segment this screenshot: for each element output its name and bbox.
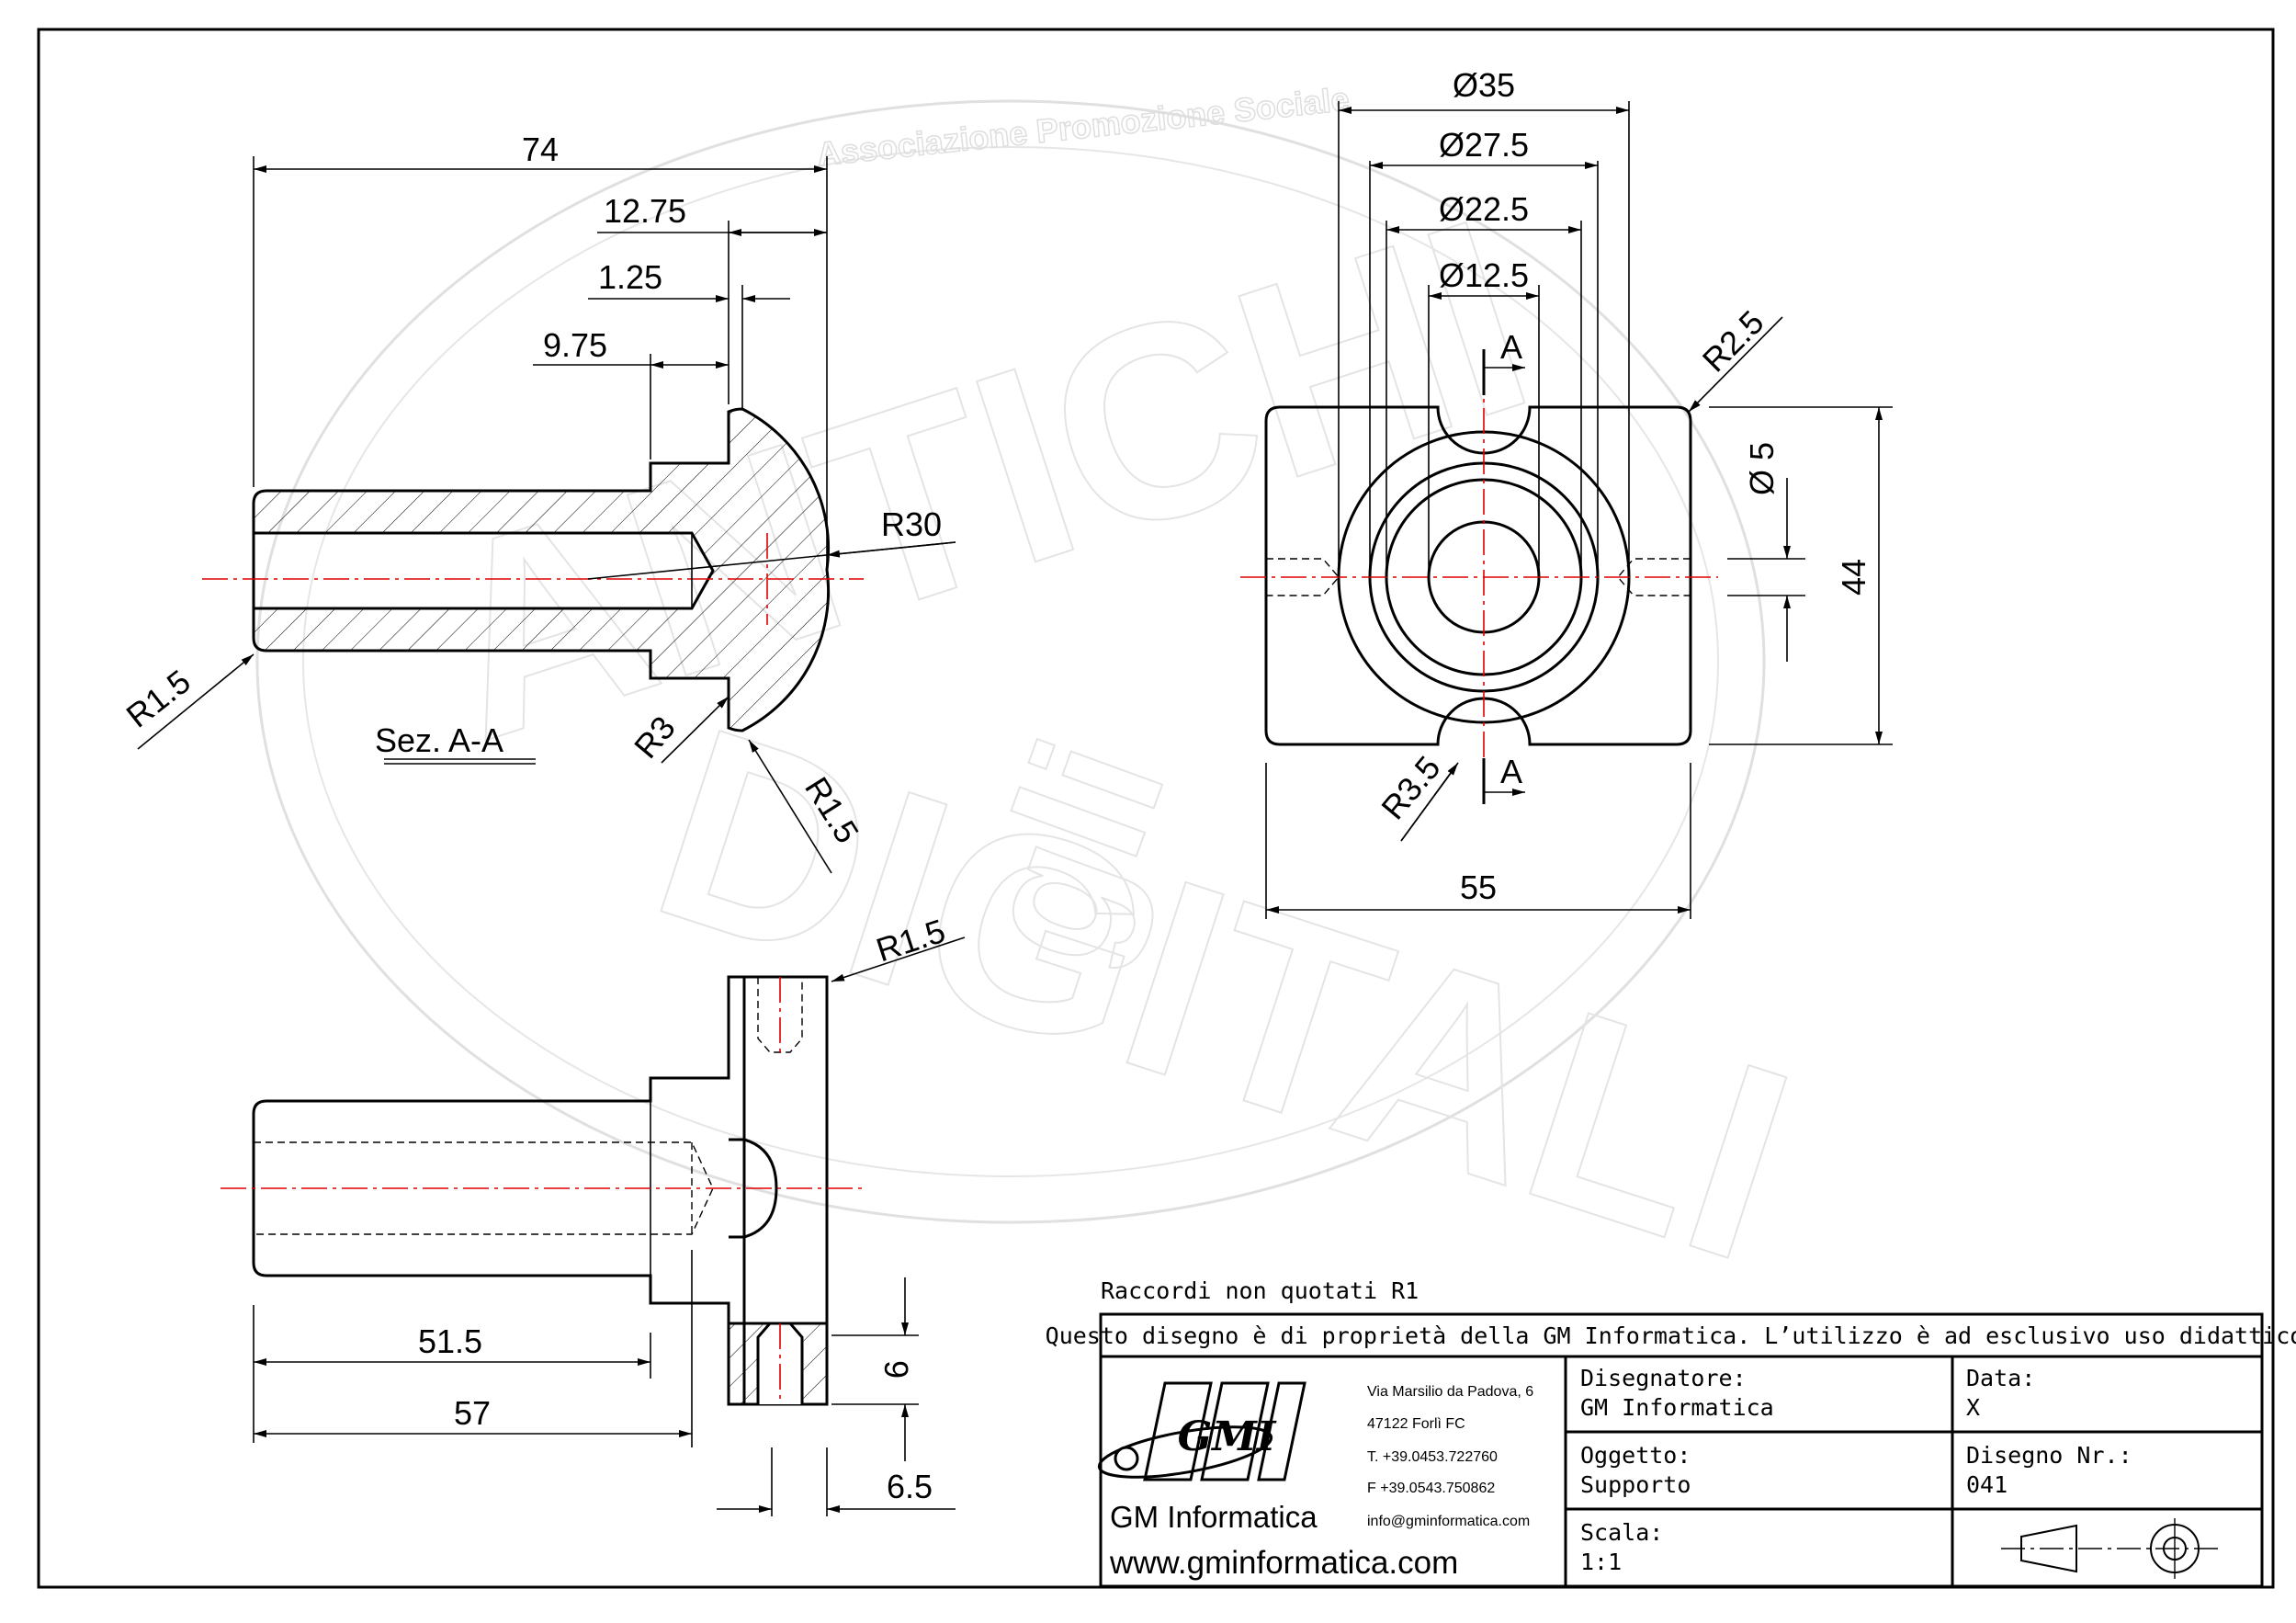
address-line-4: F +39.0543.750862	[1367, 1481, 1495, 1496]
dim-r30: R30	[881, 505, 942, 543]
side-outline	[252, 975, 829, 1406]
address-line-2: 47122 Forlì FC	[1367, 1416, 1465, 1432]
watermark-word-3: DIGITALI	[626, 667, 1823, 1319]
drawing-no-value: 041	[1966, 1471, 2008, 1498]
company-name: GM Informatica	[1110, 1500, 1318, 1534]
front-outline	[1264, 405, 1692, 746]
dim-r1-5-left: R1.5	[119, 663, 198, 735]
watermark-association: Associazione Promozione Sociale	[815, 80, 1351, 174]
designer-label: Disegnatore:	[1580, 1365, 1747, 1391]
company-website: www.gminformatica.com	[1109, 1545, 1458, 1581]
dim-d27-5: Ø27.5	[1439, 126, 1529, 164]
drawing-no-label: Disegno Nr.:	[1966, 1442, 2132, 1469]
date-value: X	[1966, 1394, 1980, 1421]
dim-57: 57	[454, 1394, 491, 1432]
dim-44: 44	[1835, 559, 1872, 596]
dim-55: 55	[1460, 868, 1497, 906]
date-label: Data:	[1966, 1365, 2035, 1391]
section-label: Sez. A-A	[375, 721, 503, 759]
dim-d22-5: Ø22.5	[1439, 190, 1529, 228]
company-logo: GMI	[1097, 1381, 1306, 1481]
dim-d12-5: Ø12.5	[1439, 256, 1529, 294]
dim-51-5: 51.5	[418, 1322, 482, 1360]
section-marker-top: A	[1500, 328, 1522, 366]
fillet-note: Raccordi non quotati R1	[1101, 1277, 1419, 1304]
title-block: Raccordi non quotati R1 Questo disegno è…	[1046, 1277, 2296, 1588]
address-line-1: Via Marsilio da Padova, 6	[1367, 1384, 1533, 1400]
dim-6-5: 6.5	[887, 1468, 933, 1505]
designer-value: GM Informatica	[1580, 1394, 1774, 1421]
dim-12-75: 12.75	[604, 192, 686, 230]
watermark: Associazione Promozione Sociale ANTICHI …	[255, 79, 1824, 1321]
dim-9: 9	[877, 1360, 915, 1379]
scale-value: 1:1	[1580, 1549, 1622, 1575]
dim-1-25: 1.25	[598, 258, 662, 296]
section-view-a-a	[202, 407, 864, 732]
dim-d35: Ø35	[1453, 66, 1515, 104]
dim-r3-5: R3.5	[1374, 749, 1447, 827]
address-line-3: T. +39.0453.722760	[1367, 1449, 1498, 1465]
scale-label: Scala:	[1580, 1519, 1663, 1546]
first-angle-projection-icon	[2001, 1518, 2223, 1579]
ownership-note: Questo disegno è di proprietà della GM I…	[1046, 1322, 2296, 1349]
object-label: Oggetto:	[1580, 1442, 1691, 1469]
side-view	[221, 975, 864, 1406]
dim-9-75: 9.75	[543, 326, 607, 364]
object-value: Supporto	[1580, 1471, 1691, 1498]
dim-d5: Ø 5	[1743, 442, 1781, 495]
section-marker-bottom: A	[1500, 753, 1522, 790]
dim-r2-5: R2.5	[1695, 303, 1771, 380]
dimensions-bottom: R1.5 51.5 57 9 6.5	[253, 912, 966, 1516]
logo-text: GMI	[1178, 1413, 1277, 1460]
address-line-5: info@gminformatica.com	[1367, 1514, 1530, 1529]
dim-74: 74	[522, 131, 559, 168]
